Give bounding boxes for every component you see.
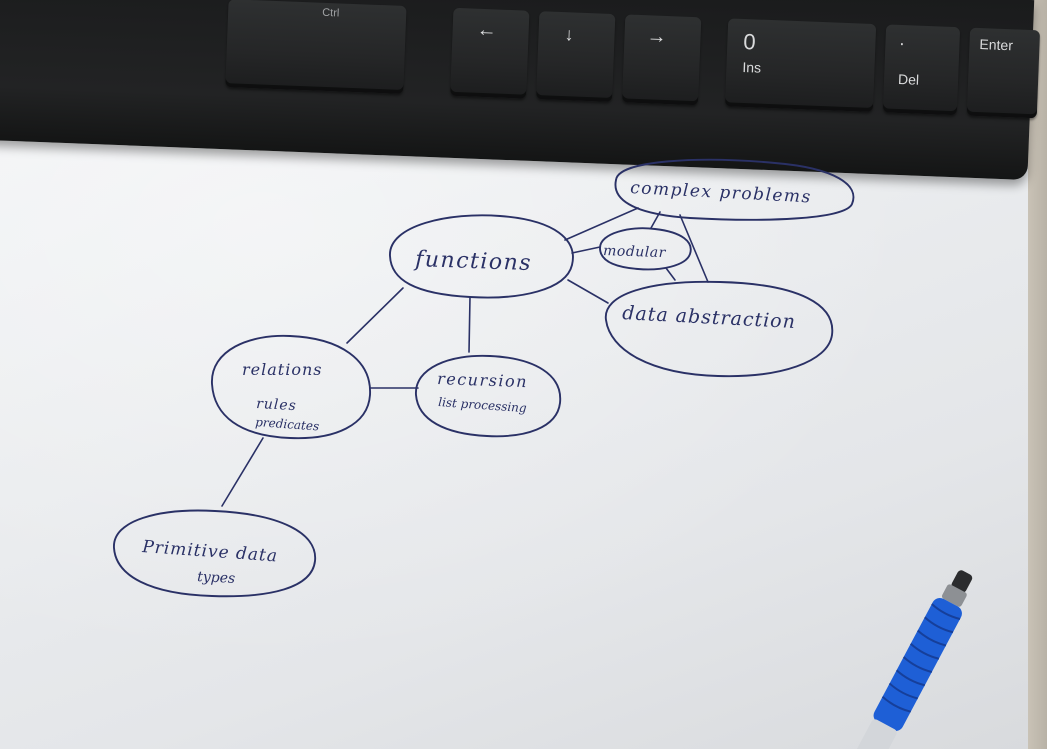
node-modular-outline — [599, 227, 692, 271]
label-relations: relations — [242, 360, 322, 379]
label-functions: functions — [413, 247, 533, 276]
edge-modular-data-abstraction — [665, 267, 676, 281]
edge-complex-data-abstraction — [679, 214, 709, 283]
label-list-processing: list processing — [438, 395, 528, 415]
connector-lines — [221, 207, 709, 507]
label-recursion: recursion — [437, 369, 528, 391]
label-rules: rules — [256, 396, 297, 414]
node-recursion-outline — [415, 354, 562, 438]
edge-functions-relations — [346, 287, 404, 344]
pen-tip — [951, 570, 973, 593]
node-data-abstraction-outline — [605, 280, 834, 378]
pen-grip — [873, 597, 962, 731]
node-outlines — [113, 158, 855, 598]
pen-cone — [941, 584, 967, 607]
edge-functions-complex — [564, 207, 639, 241]
pen-barrel — [846, 719, 897, 749]
label-modular: modular — [603, 243, 667, 261]
label-predicates: predicates — [255, 415, 320, 433]
pen-grip-texture — [881, 603, 961, 713]
label-types: types — [197, 569, 236, 587]
node-relations-outline — [211, 334, 371, 440]
edge-functions-modular — [571, 246, 601, 254]
edge-functions-recursion — [468, 296, 471, 353]
node-labels: complex problems functions modular data … — [141, 178, 813, 587]
node-functions-outline — [389, 214, 574, 299]
edge-functions-data-abstraction — [567, 279, 609, 304]
edge-relations-primitive — [221, 437, 264, 507]
pen-body-group — [846, 570, 973, 749]
node-complex-problems-outline — [614, 158, 855, 221]
node-primitive-data-outline — [113, 509, 316, 598]
desk-edge — [1028, 0, 1047, 749]
